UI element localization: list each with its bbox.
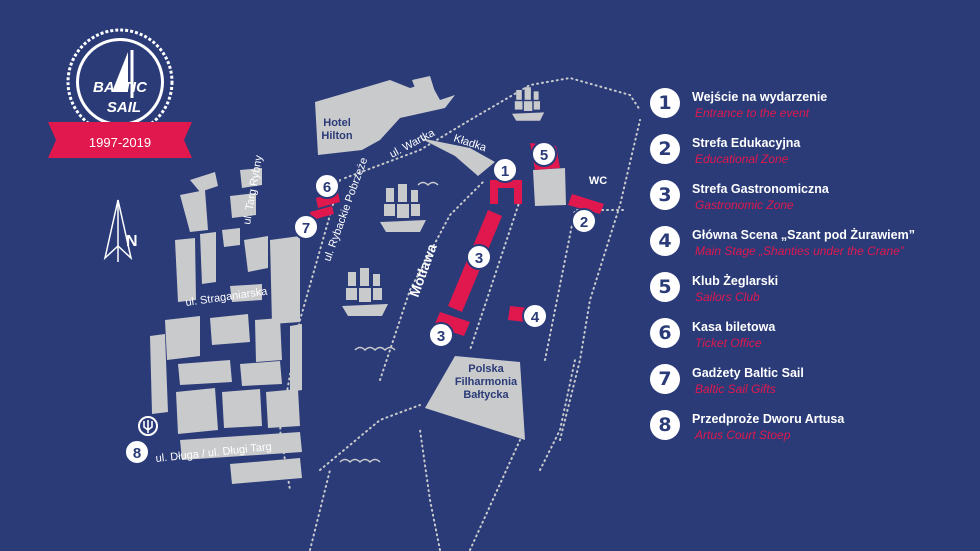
sailing-ship-icon — [342, 268, 388, 316]
legend-label-pl: Strefa Edukacyjna — [692, 136, 801, 150]
marker-4: 4 — [522, 303, 548, 329]
legend-item-3: 3 Strefa Gastronomiczna Gastronomic Zone — [650, 180, 970, 220]
street-wartka: ul. Wartka — [388, 127, 438, 161]
legend-label-en: Entrance to the event — [695, 106, 810, 120]
logo-line1: BALTIC — [93, 79, 148, 96]
baltic-sail-logo: BALTIC SAIL 1997-2019 — [48, 28, 192, 158]
svg-text:7: 7 — [302, 220, 310, 237]
hotel-label: Hotel — [323, 117, 351, 129]
legend-label-en: Sailors Club — [695, 290, 760, 304]
svg-text:Bałtycka: Bałtycka — [463, 389, 509, 401]
street-straganiarska: ul. Straganiarska — [185, 285, 269, 308]
marker-6: 6 — [314, 173, 340, 199]
svg-text:8: 8 — [133, 445, 141, 462]
legend-label-pl: Główna Scena „Szant pod Żurawiem” — [692, 228, 915, 242]
wc-label: WC — [589, 175, 607, 187]
legend-label-pl: Kasa biletowa — [692, 320, 776, 334]
philharmonic-label: Polska — [468, 363, 504, 375]
legend-label-pl: Klub Żeglarski — [692, 274, 779, 288]
entrance-gate — [490, 180, 522, 204]
legend-label-pl: Przedproże Dworu Artusa — [692, 412, 845, 426]
legend-item-1: 1 Wejście na wydarzenie Entrance to the … — [650, 88, 970, 128]
legend-item-2: 2 Strefa Edukacyjna Educational Zone — [650, 134, 970, 174]
sailing-ship-icon — [380, 184, 426, 232]
svg-text:5: 5 — [540, 147, 548, 164]
legend-item-5: 5 Klub Żeglarski Sailors Club — [650, 272, 970, 312]
marker-2: 2 — [571, 208, 597, 234]
svg-text:2: 2 — [580, 214, 588, 231]
legend-label-en: Baltic Sail Gifts — [695, 382, 776, 396]
marker-1: 1 — [492, 157, 518, 183]
legend-item-4: 4 Główna Scena „Szant pod Żurawiem” Main… — [650, 226, 970, 266]
gastronomic-zone-strip — [434, 312, 470, 336]
buildings — [150, 76, 566, 484]
legend-number: 1 — [650, 88, 680, 118]
marker-5: 5 — [531, 141, 557, 167]
north-arrow-icon: N — [103, 199, 138, 262]
legend-number: 8 — [650, 410, 680, 440]
legend-label-pl: Gadżety Baltic Sail — [692, 366, 804, 380]
svg-text:3: 3 — [437, 328, 445, 345]
legend-label-pl: Strefa Gastronomiczna — [692, 182, 829, 196]
legend-number: 5 — [650, 272, 680, 302]
marker-3: 3 — [466, 244, 492, 270]
legend-item-6: 6 Kasa biletowa Ticket Office — [650, 318, 970, 358]
svg-text:Filharmonia: Filharmonia — [455, 376, 518, 388]
marker-3b: 3 — [428, 322, 454, 348]
logo-years: 1997-2019 — [89, 135, 151, 150]
educational-zone — [568, 194, 604, 214]
legend-number: 7 — [650, 364, 680, 394]
svg-text:4: 4 — [531, 309, 540, 326]
marker-7: 7 — [293, 214, 319, 240]
legend-label-en: Ticket Office — [695, 336, 762, 350]
legend-label-pl: Wejście na wydarzenie — [692, 90, 828, 104]
svg-text:Hilton: Hilton — [321, 130, 352, 142]
svg-text:6: 6 — [323, 179, 331, 196]
hotel-hilton-building — [315, 80, 455, 155]
sailing-ship-icon — [512, 87, 545, 121]
neptune-trident-icon — [138, 416, 158, 436]
legend-label-en: Gastronomic Zone — [695, 198, 794, 212]
svg-text:1: 1 — [501, 163, 509, 180]
legend-label-en: Educational Zone — [695, 152, 789, 166]
svg-text:3: 3 — [475, 250, 483, 267]
building-labels: Hotel Hilton Polska Filharmonia Bałtycka… — [321, 117, 607, 401]
legend-number: 3 — [650, 180, 680, 210]
legend-number: 4 — [650, 226, 680, 256]
river-motlawa-label: Motława — [406, 241, 440, 299]
legend-label-en: Main Stage „Shanties under the Crane” — [695, 244, 904, 258]
water-ripples — [339, 181, 439, 464]
logo-line2: SAIL — [107, 99, 141, 116]
north-label: N — [126, 233, 138, 250]
street-targ-rybny: ul. Targ Rybny — [241, 154, 265, 226]
legend-label-en: Artus Court Stoep — [695, 428, 791, 442]
numbered-markers: 1 5 2 3 3 4 6 7 8 — [124, 141, 597, 465]
legend-item-7: 7 Gadżety Baltic Sail Baltic Sail Gifts — [650, 364, 970, 404]
philharmonic-building — [425, 356, 525, 440]
legend-item-8: 8 Przedproże Dworu Artusa Artus Court St… — [650, 410, 970, 450]
marker-8: 8 — [124, 439, 150, 465]
legend-number: 2 — [650, 134, 680, 164]
legend-number: 6 — [650, 318, 680, 348]
